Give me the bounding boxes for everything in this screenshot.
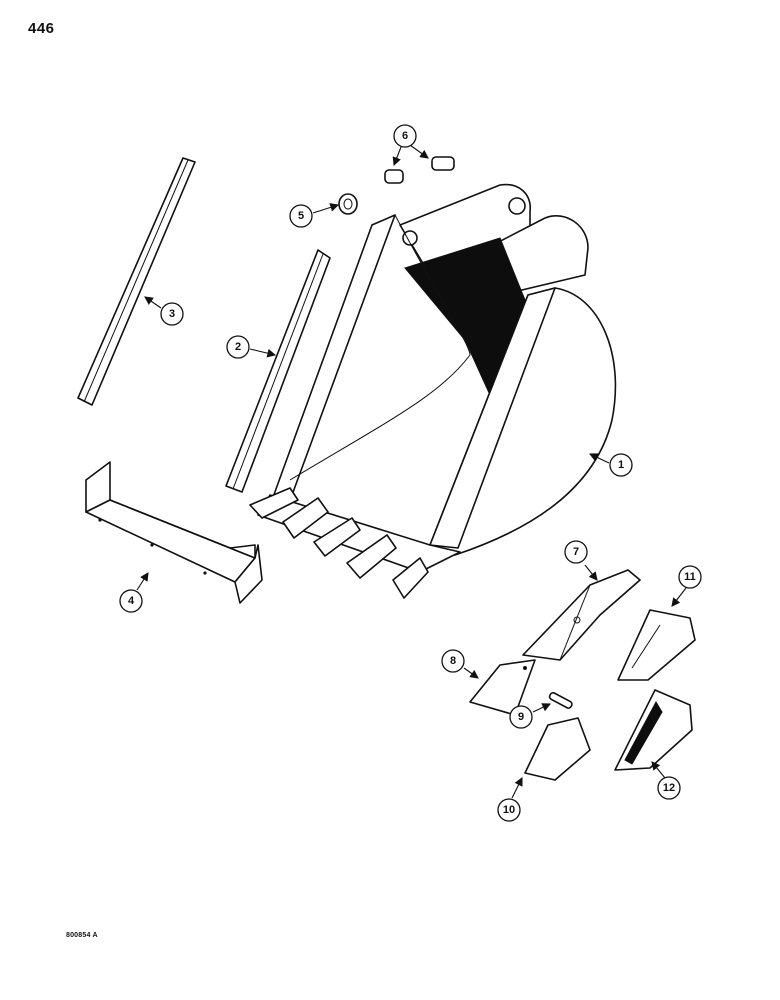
side-cutter-part-2 [225,249,331,493]
callout-1-label: 1 [618,459,624,471]
pin-part-9 [548,691,573,709]
tooth-part-12 [614,689,693,771]
callout-4-label: 4 [128,595,135,607]
callout-5: 5 [289,204,313,228]
callout-8: 8 [441,649,465,673]
tooth-part-11 [617,609,696,681]
callout-9: 9 [509,705,533,729]
callout-8-label: 8 [450,655,456,667]
bushings-part-6 [384,156,455,184]
side-cutter-bar-part-3 [77,157,196,406]
callout-11-label: 11 [684,571,696,583]
leader-lines [136,144,687,799]
callout-6: 6 [393,124,417,148]
callout-9-label: 9 [518,711,524,723]
callout-12: 12 [657,776,681,800]
callout-2-label: 2 [235,341,241,353]
adapter-part-7 [522,569,641,661]
callout-7: 7 [564,540,588,564]
callout-4: 4 [119,589,143,613]
tooth-part-8 [469,659,536,716]
callout-7-label: 7 [573,546,579,558]
callout-1: 1 [609,453,633,477]
bushing-part-5 [338,193,358,215]
callout-3-label: 3 [169,308,175,320]
callout-11: 11 [678,565,702,589]
callout-5-label: 5 [298,210,304,222]
figure-code: 800854 A [66,932,98,939]
callout-2: 2 [226,335,250,359]
bucket-teeth-row [249,487,429,599]
callout-10-label: 10 [503,804,515,816]
bucket-body-part-1 [257,183,617,573]
tooth-part-10 [524,717,591,781]
cutting-edge-part-4 [85,461,263,604]
page-number: 446 [28,20,55,37]
callout-10: 10 [497,798,521,822]
callout-12-label: 12 [663,782,675,794]
callout-3: 3 [160,302,184,326]
callout-6-label: 6 [402,130,408,142]
